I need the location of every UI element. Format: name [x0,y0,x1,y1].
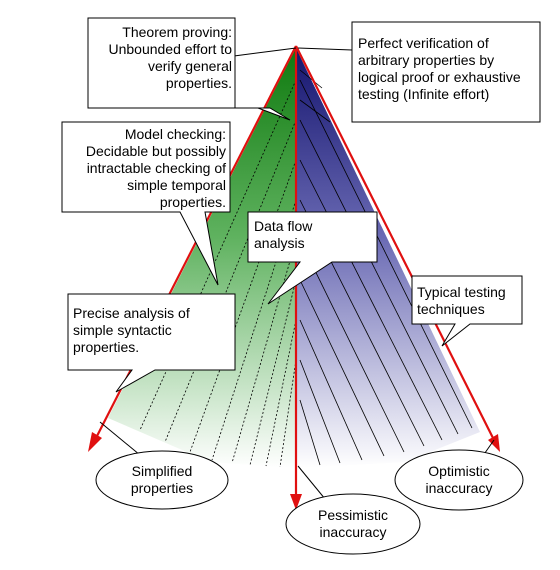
callout-typical-testing [411,275,523,347]
callout-theorem-proving [87,17,291,121]
data-flow-text: Data flow analysis [254,218,313,251]
optimistic-text: Optimistic inaccuracy [425,463,493,496]
callout-model-checking [61,121,231,286]
callout-data-flow [247,211,378,305]
callout-perfect-verification [351,21,541,123]
blue-hatch [299,69,473,466]
model-checking-text: Model checking: Decidable but possibly i… [85,126,226,210]
pessimistic-text: Pessimistic inaccuracy [317,507,388,540]
perfect-verification-text: Perfect verification of arbitrary proper… [358,35,521,102]
oval-pessimistic [285,493,421,555]
theorem-proving-text: Theorem proving: Unbounded effort to ver… [108,24,232,91]
callout-precise-analysis [67,293,236,393]
typical-testing-text: Typical testing techniques [417,284,506,317]
oval-optimistic [394,449,524,511]
precise-analysis-text: Precise analysis of simple syntactic pro… [73,305,190,355]
oval-simplified [95,450,229,510]
simplified-text: Simplified properties [130,463,194,496]
